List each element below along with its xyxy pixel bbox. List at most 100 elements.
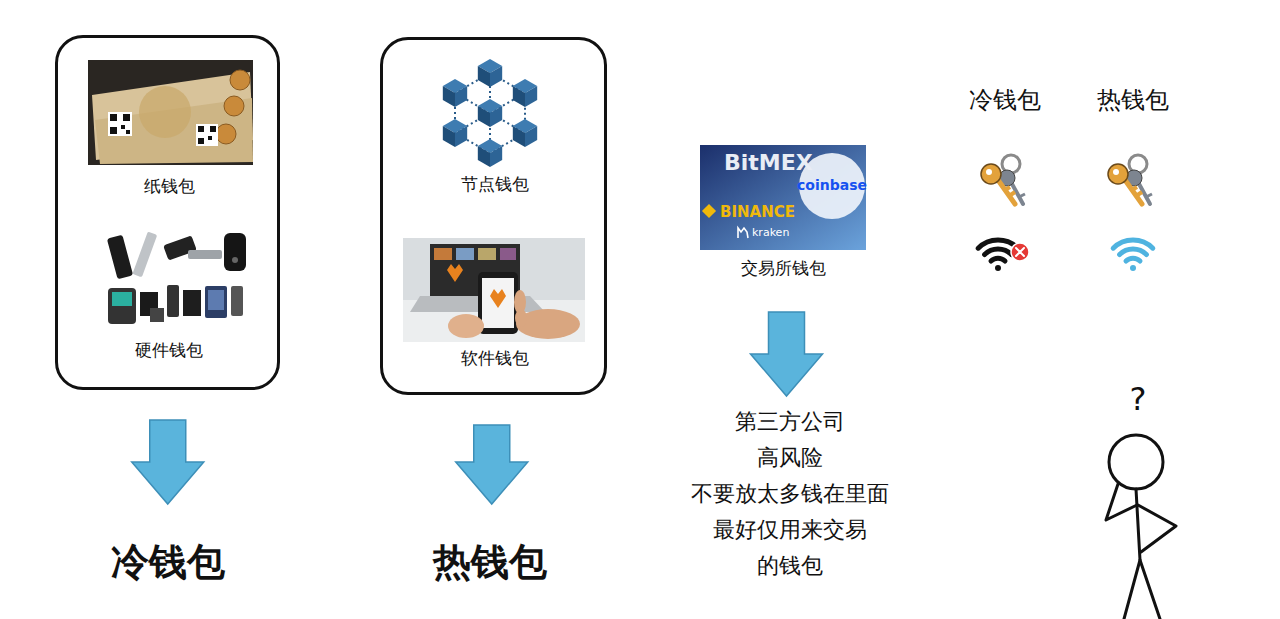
- node-wallet-icon: [513, 86, 525, 107]
- wifi-off-icon: [1011, 243, 1029, 261]
- hardware-wallet-picture: [183, 290, 201, 316]
- software-wallet-picture: [478, 248, 496, 260]
- wallet-label: 硬件钱包: [135, 338, 203, 362]
- node-wallet-icon: [490, 66, 502, 87]
- wifi-off-icon: [978, 240, 1029, 271]
- node-wallet-icon: [443, 126, 455, 147]
- category-title: 冷钱包: [88, 512, 248, 612]
- node-wallet-icon: [455, 126, 467, 147]
- key-icon: [981, 155, 1152, 204]
- wifi-off-icon: [991, 258, 1005, 261]
- wallet-item: 节点钱包: [393, 56, 597, 198]
- software-wallet-picture: [403, 238, 585, 342]
- block-arrow: [751, 312, 823, 396]
- software-wallet-picture: [478, 272, 518, 334]
- node-wallet-icon: [443, 119, 467, 147]
- wifi-on-icon: [1120, 249, 1147, 255]
- node-wallet-icon: [490, 106, 502, 127]
- wifi-on-icon: [1113, 240, 1153, 271]
- hardware-wallet-picture: [107, 232, 246, 324]
- paper-wallet-picture: [198, 126, 204, 132]
- wallet-item: 交易所钱包: [696, 140, 870, 282]
- node-wallet-icon: [455, 86, 467, 107]
- software-wallet-picture: [515, 309, 527, 327]
- node-wallet-icon: [478, 139, 502, 167]
- node-wallet-icon: [478, 66, 490, 87]
- software-wallet-picture: [490, 289, 506, 308]
- logo-text: kraken: [752, 226, 789, 239]
- node-wallet-icon: [478, 99, 502, 127]
- paper-wallet-picture: [208, 136, 212, 140]
- software-wallet-picture: [434, 248, 452, 260]
- paper-wallet-picture: [210, 126, 216, 132]
- wallet-label: 纸钱包: [144, 174, 195, 198]
- node-wallet-icon: [443, 79, 467, 107]
- column-header: 冷钱包: [969, 86, 1041, 115]
- wifi-off-icon: [985, 249, 1012, 255]
- hardware-wallet-picture: [167, 285, 179, 317]
- wallet-label: 软件钱包: [461, 346, 529, 370]
- hardware-wallet-picture: [232, 257, 238, 263]
- wallet-label: 节点钱包: [461, 172, 529, 196]
- node-wallet-icon: [513, 79, 537, 107]
- paper-wallet-picture: [224, 96, 244, 116]
- software-wallet-picture: [516, 309, 580, 339]
- exchange-logos-picture: [799, 153, 865, 219]
- stick-figure: [1136, 489, 1140, 560]
- block-arrow: [132, 420, 204, 504]
- wifi-off-icon: [995, 265, 1001, 271]
- wifi-on-icon: [1113, 240, 1153, 248]
- logo-text: BINANCE: [720, 203, 795, 221]
- note-text: 第三方公司 高风险 不要放太多钱在里面 最好仅用来交易 的钱包: [669, 404, 911, 584]
- paper-wallet-picture: [230, 70, 250, 90]
- hardware-wallet-picture: [150, 308, 164, 322]
- paper-wallet-picture: [110, 127, 117, 134]
- paper-wallet-picture: [110, 114, 117, 121]
- node-wallet-icon: [478, 59, 502, 87]
- wallet-label: 交易所钱包: [741, 256, 826, 280]
- stick-figure: [1106, 484, 1137, 520]
- wallet-label: 热钱包: [433, 539, 547, 585]
- software-wallet-picture: [403, 238, 585, 342]
- hardware-wallet-picture: [205, 286, 227, 318]
- column-header: 热钱包: [1097, 86, 1169, 115]
- node-wallet-icon: [525, 86, 537, 107]
- stick-figure: [1106, 435, 1176, 619]
- exchange-logos-picture: [738, 228, 748, 238]
- software-wallet-picture: [448, 314, 484, 338]
- stick-figure: [1138, 505, 1176, 552]
- hardware-wallet-picture: [108, 288, 136, 324]
- stick-figure: [1124, 560, 1160, 619]
- hardware-wallet-picture: [107, 235, 133, 280]
- category-title: 热钱包: [410, 512, 570, 612]
- logo-text: BitMEX: [724, 150, 813, 176]
- software-wallet-picture: [500, 248, 516, 260]
- wifi-off-icon: [1016, 248, 1024, 256]
- paper-wallet-picture: [108, 112, 132, 136]
- hardware-wallet-picture: [231, 286, 243, 316]
- wallet-item: 纸钱包: [68, 56, 270, 200]
- software-wallet-picture: [482, 278, 514, 328]
- paper-wallet-picture: [88, 60, 253, 165]
- paper-wallet-picture: [121, 125, 125, 129]
- software-wallet-picture: [447, 264, 463, 282]
- exchange-logos-picture: [700, 145, 866, 250]
- paper-wallet-picture: [126, 130, 130, 134]
- wallet-label: 冷钱包: [111, 539, 225, 585]
- paper-wallet-picture: [196, 124, 218, 146]
- paper-wallet-picture: [123, 114, 130, 121]
- paper-wallet-picture: [216, 124, 236, 144]
- node-wallet-icon: [443, 59, 537, 167]
- software-wallet-picture: [456, 248, 474, 260]
- wallet-group-box: 纸钱包硬件钱包: [55, 35, 280, 390]
- wallet-item: 软件钱包: [393, 232, 597, 372]
- node-wallet-icon: [478, 106, 490, 127]
- paper-wallet-picture: [88, 60, 253, 165]
- node-wallet-icon: [525, 126, 537, 147]
- logo-text: coinbase: [797, 177, 867, 194]
- wallet-item: 硬件钱包: [68, 225, 270, 364]
- paper-wallet-picture: [198, 138, 204, 144]
- node-wallet-icon: [478, 146, 490, 167]
